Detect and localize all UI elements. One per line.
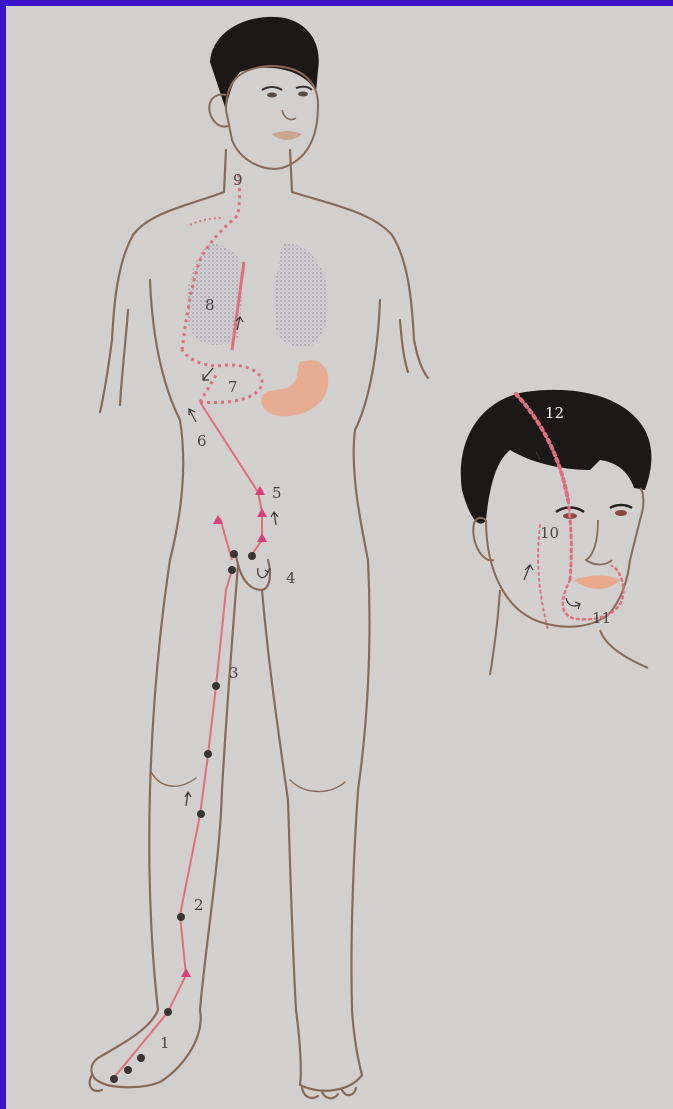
marker-ankle [181,968,191,977]
label-11: 11 [592,609,611,627]
arrow-stomach [203,368,213,380]
point-ankle [164,1008,172,1016]
point-toe-2 [124,1066,132,1074]
label-1: 1 [160,1034,170,1052]
point-groin-2 [228,566,236,574]
label-9: 9 [233,171,243,189]
label-12: 12 [545,404,564,422]
point-knee [197,810,205,818]
body-head [209,17,319,169]
marker-groin [213,515,223,524]
acupoints [110,550,256,1083]
head-arrow-chin [566,598,580,609]
stomach [261,360,328,416]
point-toe-1 [110,1075,118,1083]
point-groin-3 [248,552,256,560]
point-groin-1 [230,550,238,558]
label-8: 8 [205,296,215,314]
head-detail: 12 10 11 [461,390,652,675]
diagram-canvas: 1 2 3 4 5 6 7 8 9 [6,6,673,1109]
point-toe-3 [137,1054,145,1062]
label-3: 3 [229,664,239,682]
arrow-abdomen [271,512,278,525]
label-10: 10 [540,524,559,542]
label-4: 4 [286,569,296,587]
label-7: 7 [228,378,238,396]
label-5: 5 [272,484,282,502]
point-shin [177,913,185,921]
meridian-diagram: 1 2 3 4 5 6 7 8 9 [6,6,673,1109]
head-meridian-face [568,500,571,580]
body-figure [90,150,428,1098]
point-thigh-high [212,682,220,690]
head-arrow-cheek [524,565,533,580]
label-6: 6 [197,432,207,450]
label-2: 2 [194,896,204,914]
arrow-hip [189,409,196,422]
marker-abdomen-2 [257,508,267,517]
point-thigh-low [204,750,212,758]
marker-abdomen-3 [257,533,267,542]
arrow-thigh [185,792,191,806]
arrow-groin-curl [258,568,270,578]
